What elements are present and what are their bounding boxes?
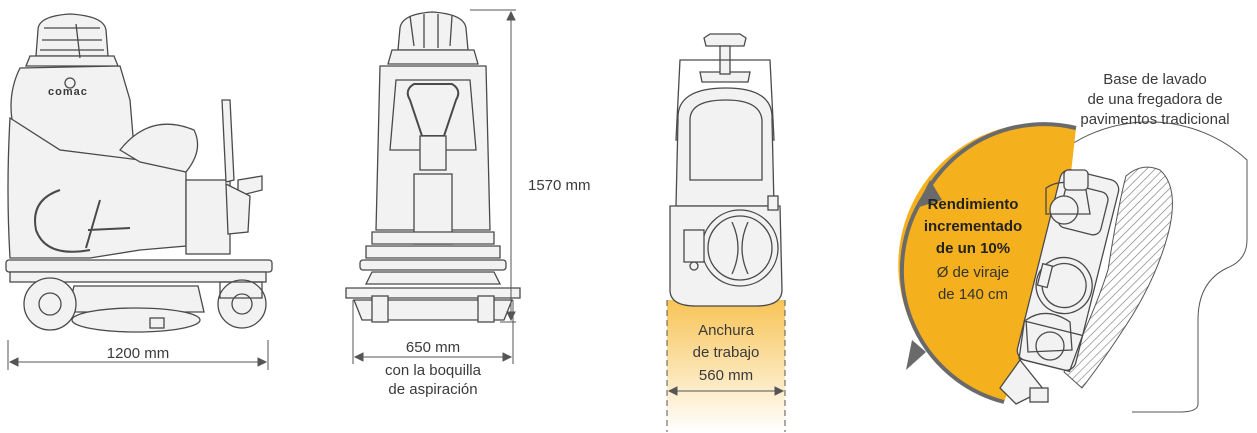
traditional-base-line1: Base de lavado	[1103, 71, 1207, 88]
width-label-line1: 650 mm	[405, 339, 461, 356]
turning-arrow-arc	[899, 194, 1005, 404]
turning-arrow-tail	[922, 122, 1077, 197]
turning-arrow-head-top	[916, 180, 942, 208]
traditional-base-line3: pavimentos tradicional	[1080, 111, 1230, 128]
working-width-line3: 560 mm	[698, 367, 754, 384]
turning-radius-line1: Ø de viraje	[936, 264, 1010, 281]
traditional-base-line2: de una fregadora de	[1087, 91, 1223, 108]
height-dimension-line	[470, 9, 516, 323]
working-width-line1: Anchura	[698, 322, 754, 339]
width-label-line3: de aspiración	[388, 381, 478, 398]
length-dimension-line	[7, 340, 269, 370]
front-view-machine	[345, 11, 521, 323]
performance-disc	[898, 123, 1076, 402]
working-width-guides	[666, 300, 786, 432]
height-label: 1570 mm	[528, 177, 591, 194]
turning-machine	[999, 169, 1120, 405]
performance-line3: de un 10%	[935, 240, 1011, 257]
performance-line1: Rendimiento	[927, 196, 1019, 213]
width-label-line2: con la boquilla	[385, 362, 481, 379]
top-view-machine	[669, 33, 783, 307]
brand-logo: comac	[48, 86, 88, 98]
working-width-band	[667, 300, 785, 432]
side-view-machine	[5, 13, 273, 333]
performance-line2: incrementado	[923, 218, 1023, 235]
hatched-area	[1063, 166, 1173, 389]
turning-radius-line2: de 140 cm	[937, 286, 1009, 303]
turning-arrow-head-bottom	[906, 340, 926, 370]
width-dimension-line	[352, 300, 514, 364]
working-width-line2: de trabajo	[692, 344, 760, 361]
length-label: 1200 mm	[106, 345, 170, 362]
traditional-base-outline	[1050, 121, 1248, 413]
